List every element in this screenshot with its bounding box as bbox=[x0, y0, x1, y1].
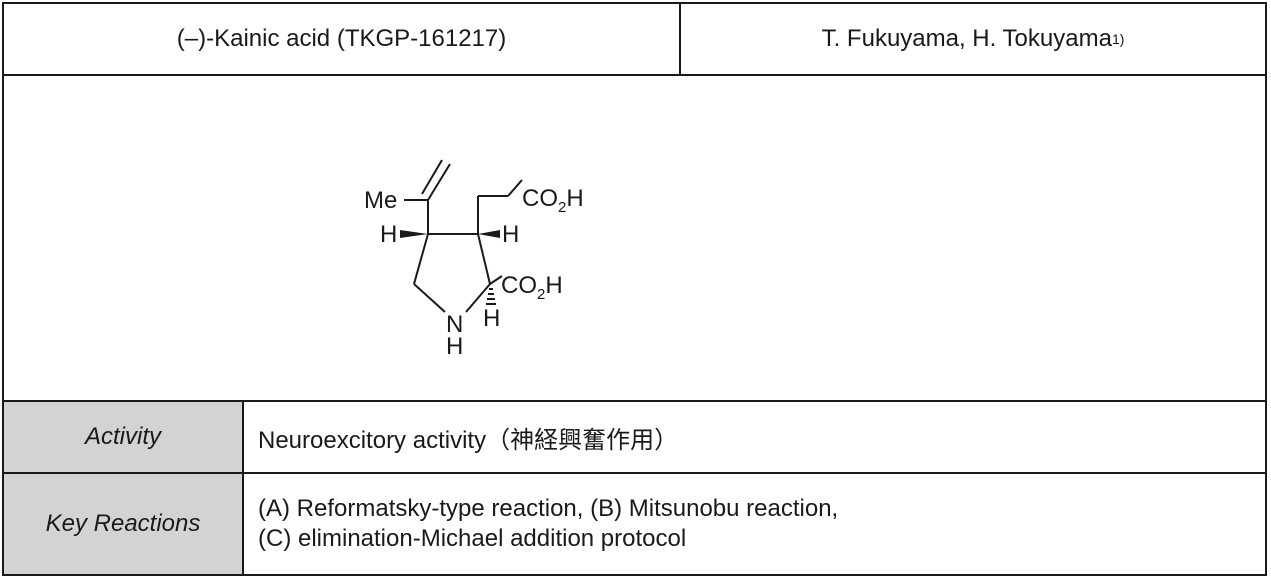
bond-ch2-co2h bbox=[507, 179, 523, 197]
bond-c5-c4 bbox=[413, 233, 429, 285]
bond-vinylidene-double-a bbox=[427, 163, 451, 201]
label-co2h-bottom: CO2H bbox=[501, 272, 563, 303]
label-h-alpha: H bbox=[483, 305, 500, 332]
label-methyl: Me bbox=[364, 187, 397, 214]
activity-row: Activity Neuroexcitory activity（神経興奮作用） bbox=[4, 402, 1265, 474]
header-row: (–)-Kainic acid (TKGP-161217) T. Fukuyam… bbox=[4, 4, 1265, 76]
key-reactions-row: Key Reactions (A) Reformatsky-type react… bbox=[4, 474, 1265, 574]
activity-label-text: Activity bbox=[84, 423, 161, 450]
key-reactions-value: (A) Reformatsky-type reaction, (B) Mitsu… bbox=[244, 474, 1265, 574]
bond-vinylidene-double-b bbox=[421, 159, 443, 195]
label-co2h-top: CO2H bbox=[522, 185, 584, 216]
structure-row: Me H H N H H CO2H CO2H bbox=[4, 76, 1265, 402]
activity-value-text: Neuroexcitory activity（神経興奮作用） bbox=[258, 426, 679, 454]
bond-n-c5 bbox=[413, 283, 446, 313]
activity-label: Activity bbox=[4, 402, 244, 472]
wedge-c3-h bbox=[478, 230, 500, 238]
authors-text: T. Fukuyama, H. Tokuyama bbox=[821, 25, 1112, 52]
bond-c2-co2h bbox=[489, 275, 503, 285]
label-h-left: H bbox=[380, 221, 397, 248]
key-reactions-label-text: Key Reactions bbox=[45, 510, 201, 537]
compound-title-text: (–)-Kainic acid (TKGP-161217) bbox=[176, 25, 507, 52]
label-ring-n: N bbox=[446, 311, 463, 338]
compound-title: (–)-Kainic acid (TKGP-161217) bbox=[4, 4, 681, 74]
bond-c3-c2 bbox=[477, 233, 491, 285]
kainic-acid-structure: Me H H N H H CO2H CO2H bbox=[364, 159, 584, 360]
bond-lines bbox=[404, 159, 523, 313]
activity-value: Neuroexcitory activity（神経興奮作用） bbox=[244, 402, 1265, 472]
wedge-c4-h bbox=[400, 230, 428, 238]
hashed-c2-h bbox=[486, 288, 496, 305]
label-h-right: H bbox=[502, 221, 519, 248]
key-reactions-label: Key Reactions bbox=[4, 474, 244, 574]
key-reactions-line-2: (C) elimination-Michael addition protoco… bbox=[258, 525, 687, 552]
label-ring-nh: H bbox=[446, 333, 463, 360]
key-reactions-line-1: (A) Reformatsky-type reaction, (B) Mitsu… bbox=[258, 495, 839, 522]
bond-c2-n bbox=[465, 283, 491, 313]
